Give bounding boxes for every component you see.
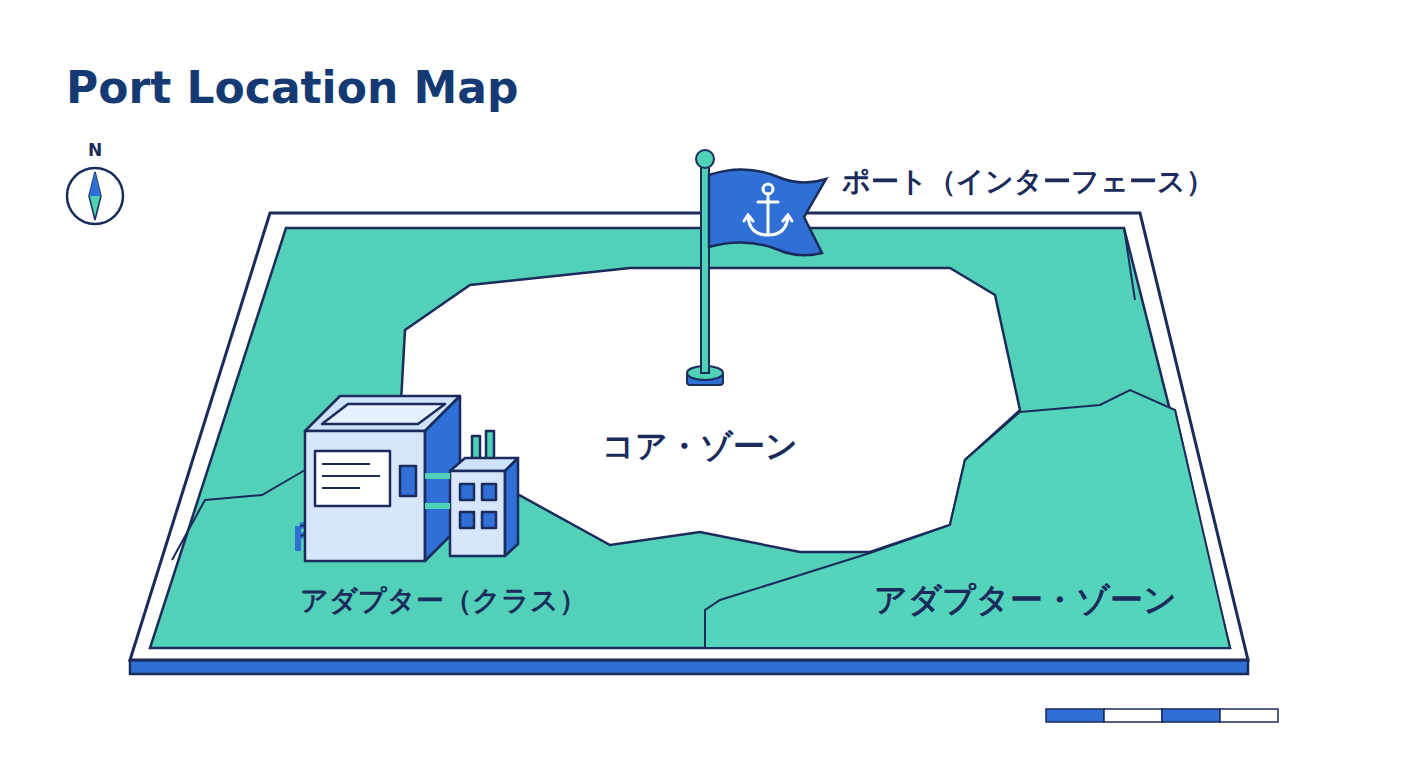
board-border bbox=[130, 213, 1248, 660]
scale-bar bbox=[1046, 709, 1278, 722]
board-edge bbox=[130, 660, 1248, 674]
compass-symbol bbox=[67, 168, 123, 224]
zone-label: コア・ゾーン bbox=[602, 425, 798, 469]
adapter-label: アダプター（クラス） bbox=[300, 582, 587, 620]
compass-label: N bbox=[88, 140, 102, 160]
port-flag bbox=[690, 145, 840, 395]
flag-node: ポート（インターフェース） bbox=[690, 145, 1220, 395]
adapter-building bbox=[300, 376, 530, 571]
zone-node: アダプター・ゾーン bbox=[700, 385, 1235, 650]
zone-label: アダプター・ゾーン bbox=[874, 578, 1177, 623]
map-title: Port Location Map bbox=[66, 62, 519, 113]
map-ground bbox=[150, 228, 1230, 648]
port-label: ポート（インターフェース） bbox=[842, 163, 1214, 201]
building-node: アダプター（クラス） bbox=[300, 376, 593, 616]
